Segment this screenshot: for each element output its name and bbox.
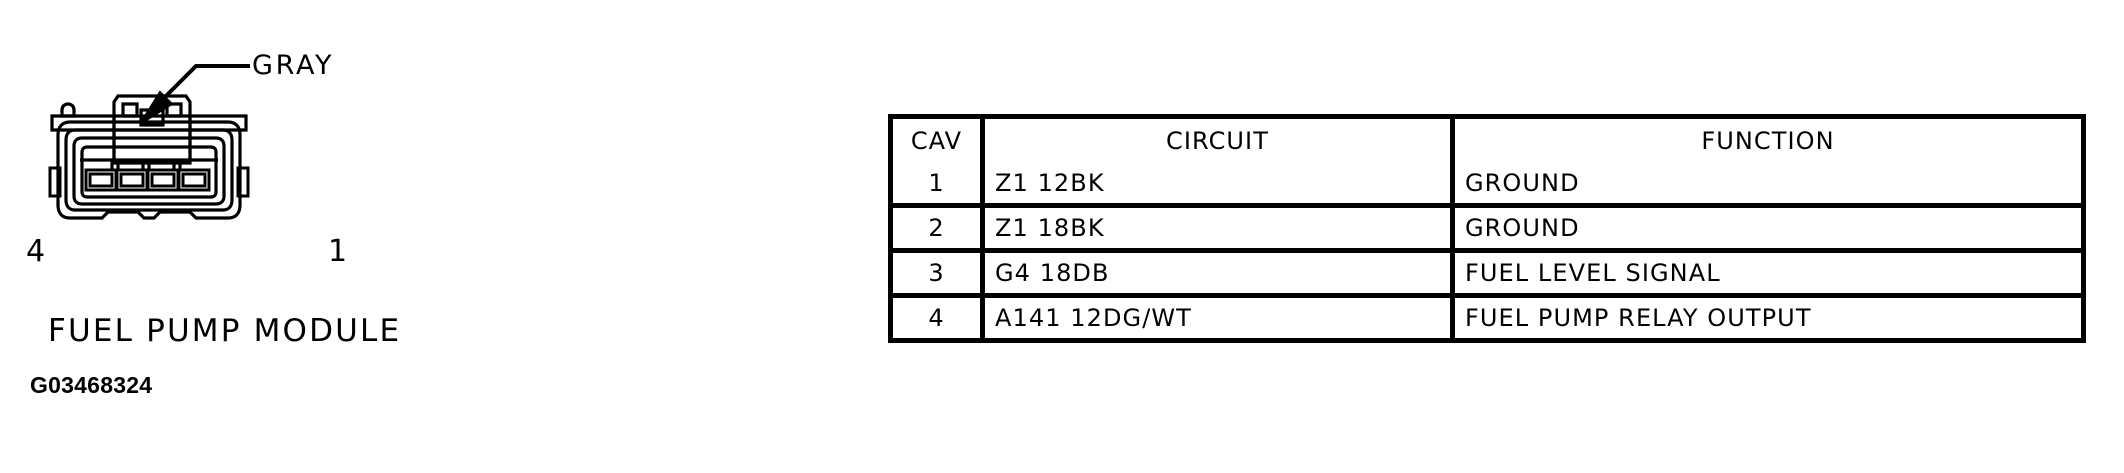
- cell-function: FUEL PUMP RELAY OUTPUT: [1465, 304, 1812, 332]
- pin-number-right: 1: [328, 234, 349, 269]
- cell-cav: 4: [893, 298, 985, 338]
- cell-function: GROUND: [1455, 163, 2081, 208]
- cell-cav: 1: [893, 163, 985, 208]
- cell-circuit: A141 12DG/WT: [985, 298, 1455, 338]
- connector-drawing: [48, 64, 250, 220]
- table-row: 3 G4 18DB FUEL LEVEL SIGNAL: [893, 253, 2081, 298]
- figure-id-label: G03468324: [30, 372, 153, 398]
- cell-circuit: Z1 18BK: [985, 208, 1455, 253]
- pinout-table-body: 1 Z1 12BK GROUND 2 Z1 18BK GROUND 3 G4 1…: [893, 163, 2081, 338]
- cell-circuit: G4 18DB: [985, 253, 1455, 298]
- column-header-circuit: CIRCUIT: [985, 119, 1455, 163]
- connector-housing: [50, 94, 248, 220]
- cell-circuit: Z1 12BK: [985, 163, 1455, 208]
- table-row: 2 Z1 18BK GROUND: [893, 208, 2081, 253]
- cell-function: GROUND: [1455, 208, 2081, 253]
- pinout-table-container: CAV CIRCUIT FUNCTION 1 Z1 12BK GROUND 2 …: [888, 114, 2086, 343]
- terminal-cavities: [84, 168, 211, 192]
- table-header-row: CAV CIRCUIT FUNCTION: [893, 119, 2081, 163]
- pinout-table: CAV CIRCUIT FUNCTION 1 Z1 12BK GROUND 2 …: [888, 114, 2086, 343]
- connector-side-tabs: [48, 166, 250, 198]
- wire-color-label: GRAY: [252, 50, 335, 81]
- table-row: 1 Z1 12BK GROUND: [893, 163, 2081, 208]
- connector-name-label: FUEL PUMP MODULE: [48, 313, 402, 349]
- column-header-cav: CAV: [893, 119, 985, 163]
- cell-cav: 3: [893, 253, 985, 298]
- cell-function: FUEL LEVEL SIGNAL: [1455, 253, 2081, 298]
- column-header-function: FUNCTION: [1701, 127, 1835, 155]
- cell-cav: 2: [893, 208, 985, 253]
- pin-number-left: 4: [26, 234, 47, 269]
- table-row: 4 A141 12DG/WT FUEL PUMP RELAY OUTPUT: [893, 298, 2081, 338]
- connector-figure: GRAY 4 1 FUEL PUMP MODULE G03468324: [0, 0, 420, 420]
